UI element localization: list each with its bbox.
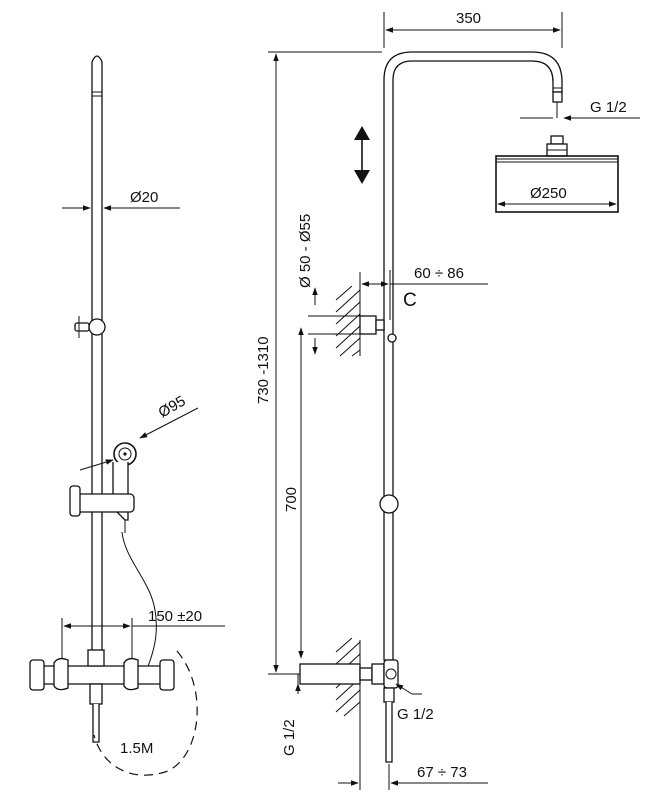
left-upper-bracket xyxy=(74,316,106,338)
detail-c-label: C xyxy=(403,290,417,311)
right-column-and-arm xyxy=(383,51,563,661)
valve-spacing-label: 150 ±20 xyxy=(148,608,202,625)
bracket-diameter-label: Ø 50 - Ø55 xyxy=(297,214,314,288)
left-view: Ø20 Ø95 150 ±20 xyxy=(29,55,225,776)
hand-shower xyxy=(69,442,137,533)
rail-diameter-label: Ø20 xyxy=(130,189,158,206)
rain-shower-head xyxy=(495,135,619,213)
height-lock-knob xyxy=(379,494,399,514)
hose-length-dashed-line xyxy=(93,650,198,776)
thermostatic-mixer xyxy=(29,649,175,743)
shower-hose xyxy=(121,531,157,676)
height-range-label: 730 -1310 xyxy=(255,336,272,404)
wall-offset-top-label: 60 ÷ 86 xyxy=(414,265,464,282)
inlet-thread-right-label: G 1/2 xyxy=(397,706,434,723)
upper-wall-section xyxy=(308,285,397,357)
lower-wall-section xyxy=(299,637,399,763)
wall-offset-bottom-label: 67 ÷ 73 xyxy=(417,764,467,781)
left-rail xyxy=(91,55,103,656)
right-view: 350 G 1/2 Ø250 730 -1310 xyxy=(255,10,640,790)
hand-shower-diameter-label: Ø95 xyxy=(156,393,189,422)
height-adjust-arrow xyxy=(354,126,370,184)
outlet-thread-label: G 1/2 xyxy=(590,99,627,116)
inlet-thread-left-label: G 1/2 xyxy=(281,719,298,756)
lower-height-label: 700 xyxy=(283,487,300,512)
rain-head-diameter-label: Ø250 xyxy=(530,185,567,202)
arm-length-label: 350 xyxy=(456,10,481,27)
hose-length-label: 1.5M xyxy=(120,740,153,757)
